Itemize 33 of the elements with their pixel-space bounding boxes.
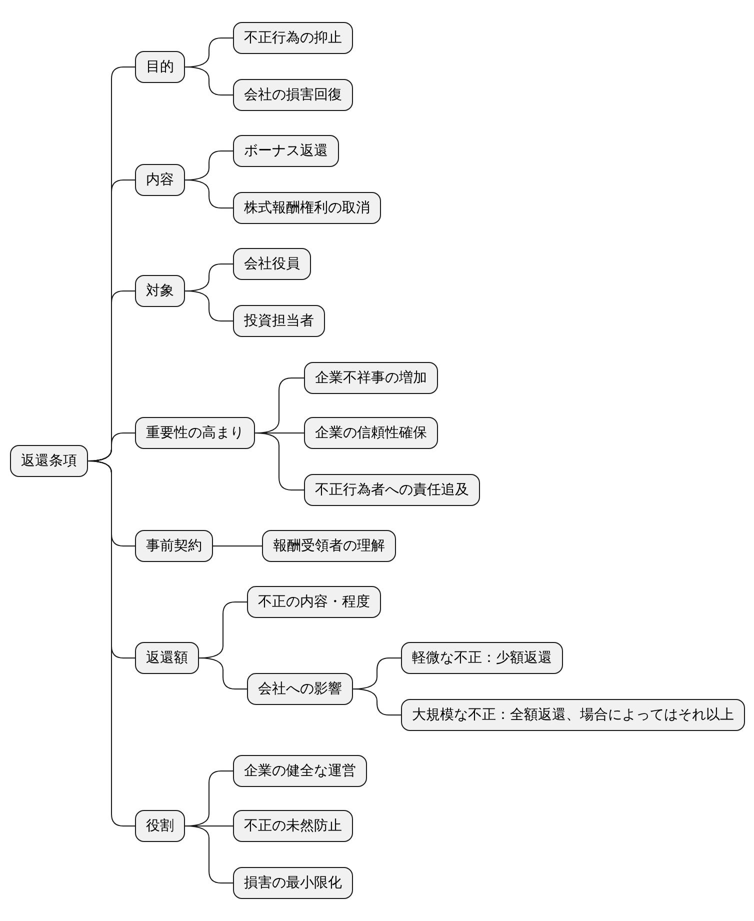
topic-box: 会社の損害回復 xyxy=(233,79,353,111)
connector-line xyxy=(184,826,234,884)
topic-box: 不正行為者への責任追及 xyxy=(304,474,480,506)
topic-box: 大規模な不正：全額返還、場合によってはそれ以上 xyxy=(401,699,745,731)
connector-line xyxy=(88,460,136,826)
topic-box: 内容 xyxy=(135,164,185,196)
topic-box: 株式報酬権利の取消 xyxy=(233,192,381,224)
topic-box: ボーナス返還 xyxy=(233,135,339,167)
topic-box: 対象 xyxy=(135,275,185,307)
topic-box: 目的 xyxy=(135,51,185,83)
topic-box: 損害の最小限化 xyxy=(233,867,353,899)
connector-line xyxy=(184,180,234,208)
topic-box: 企業の信頼性確保 xyxy=(304,417,438,449)
topic-box: 会社への影響 xyxy=(247,673,353,705)
connector-line xyxy=(184,66,234,96)
connector-line xyxy=(352,688,402,716)
topic-box: 軽微な不正：少額返還 xyxy=(401,642,563,674)
connector-line xyxy=(184,290,234,322)
topic-box: 不正行為の抑止 xyxy=(233,22,353,54)
topic-box: 返還条項 xyxy=(10,445,88,477)
connector-line xyxy=(254,432,304,490)
topic-box: 会社役員 xyxy=(233,248,311,280)
topic-box: 報酬受領者の理解 xyxy=(262,530,396,562)
topic-box: 不正の未然防止 xyxy=(233,810,353,842)
topic-box: 企業不祥事の増加 xyxy=(304,362,438,394)
topic-box: 企業の健全な運営 xyxy=(233,755,367,787)
topic-box: 投資担当者 xyxy=(233,305,325,337)
connector-line xyxy=(198,658,248,690)
topic-box: 返還額 xyxy=(135,642,199,674)
topic-box: 事前契約 xyxy=(135,530,213,562)
topic-box: 不正の内容・程度 xyxy=(247,586,381,618)
topic-box: 重要性の高まり xyxy=(135,417,255,449)
topic-box: 役割 xyxy=(135,810,185,842)
